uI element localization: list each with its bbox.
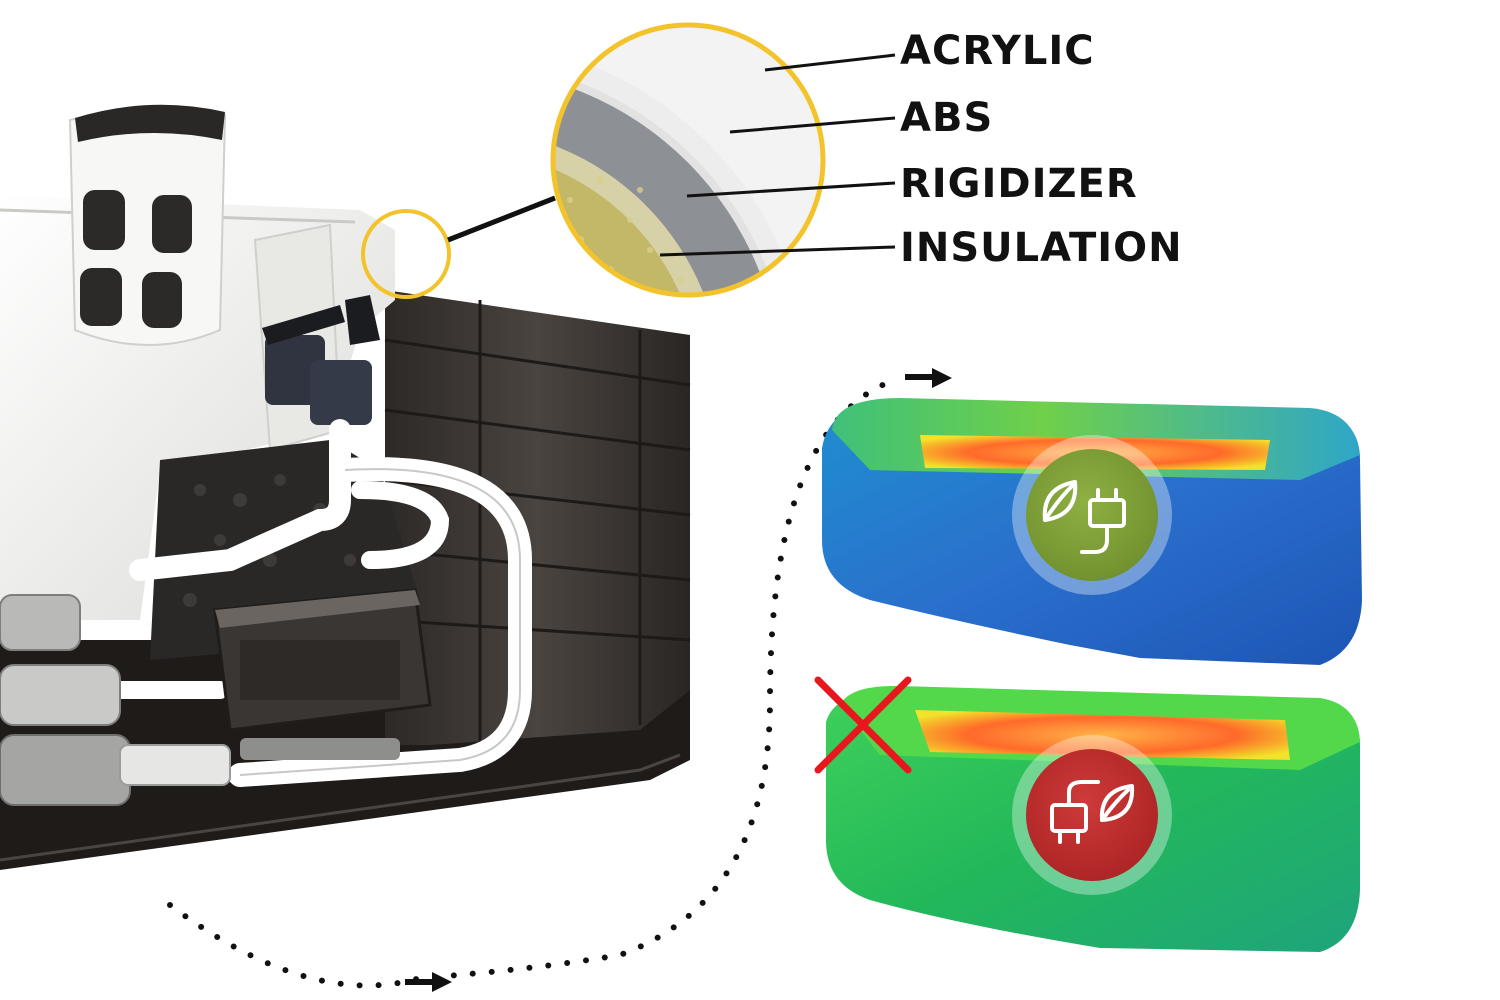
control-box	[213, 588, 432, 732]
cabinet-panel	[385, 290, 690, 745]
dotted-flow-path	[167, 375, 903, 989]
cross-mark-icon	[814, 676, 912, 774]
efficient-badge	[1012, 435, 1172, 595]
zoom-connector-line	[447, 195, 556, 243]
thermal-spa-inefficient	[826, 685, 1360, 952]
thermal-spa-efficient	[822, 398, 1362, 665]
highlight-ring	[361, 209, 451, 299]
leader-lines	[659, 53, 896, 257]
leaf-plug-icon	[1042, 480, 1126, 554]
inefficient-badge	[1012, 735, 1172, 895]
plug-leaf-icon	[1050, 780, 1135, 844]
label-rigidizer: RIGIDIZER	[900, 161, 1138, 207]
label-insulation: INSULATION	[900, 225, 1183, 271]
label-abs: ABS	[900, 95, 994, 141]
jet-tower	[68, 104, 227, 346]
filter-canisters	[262, 295, 380, 425]
pumps	[0, 594, 400, 806]
spa-cutaway	[0, 104, 691, 870]
label-acrylic: ACRYLIC	[900, 28, 1095, 74]
dotted-arrow-icon	[405, 368, 952, 992]
hot-zone-inefficient	[915, 710, 1290, 760]
